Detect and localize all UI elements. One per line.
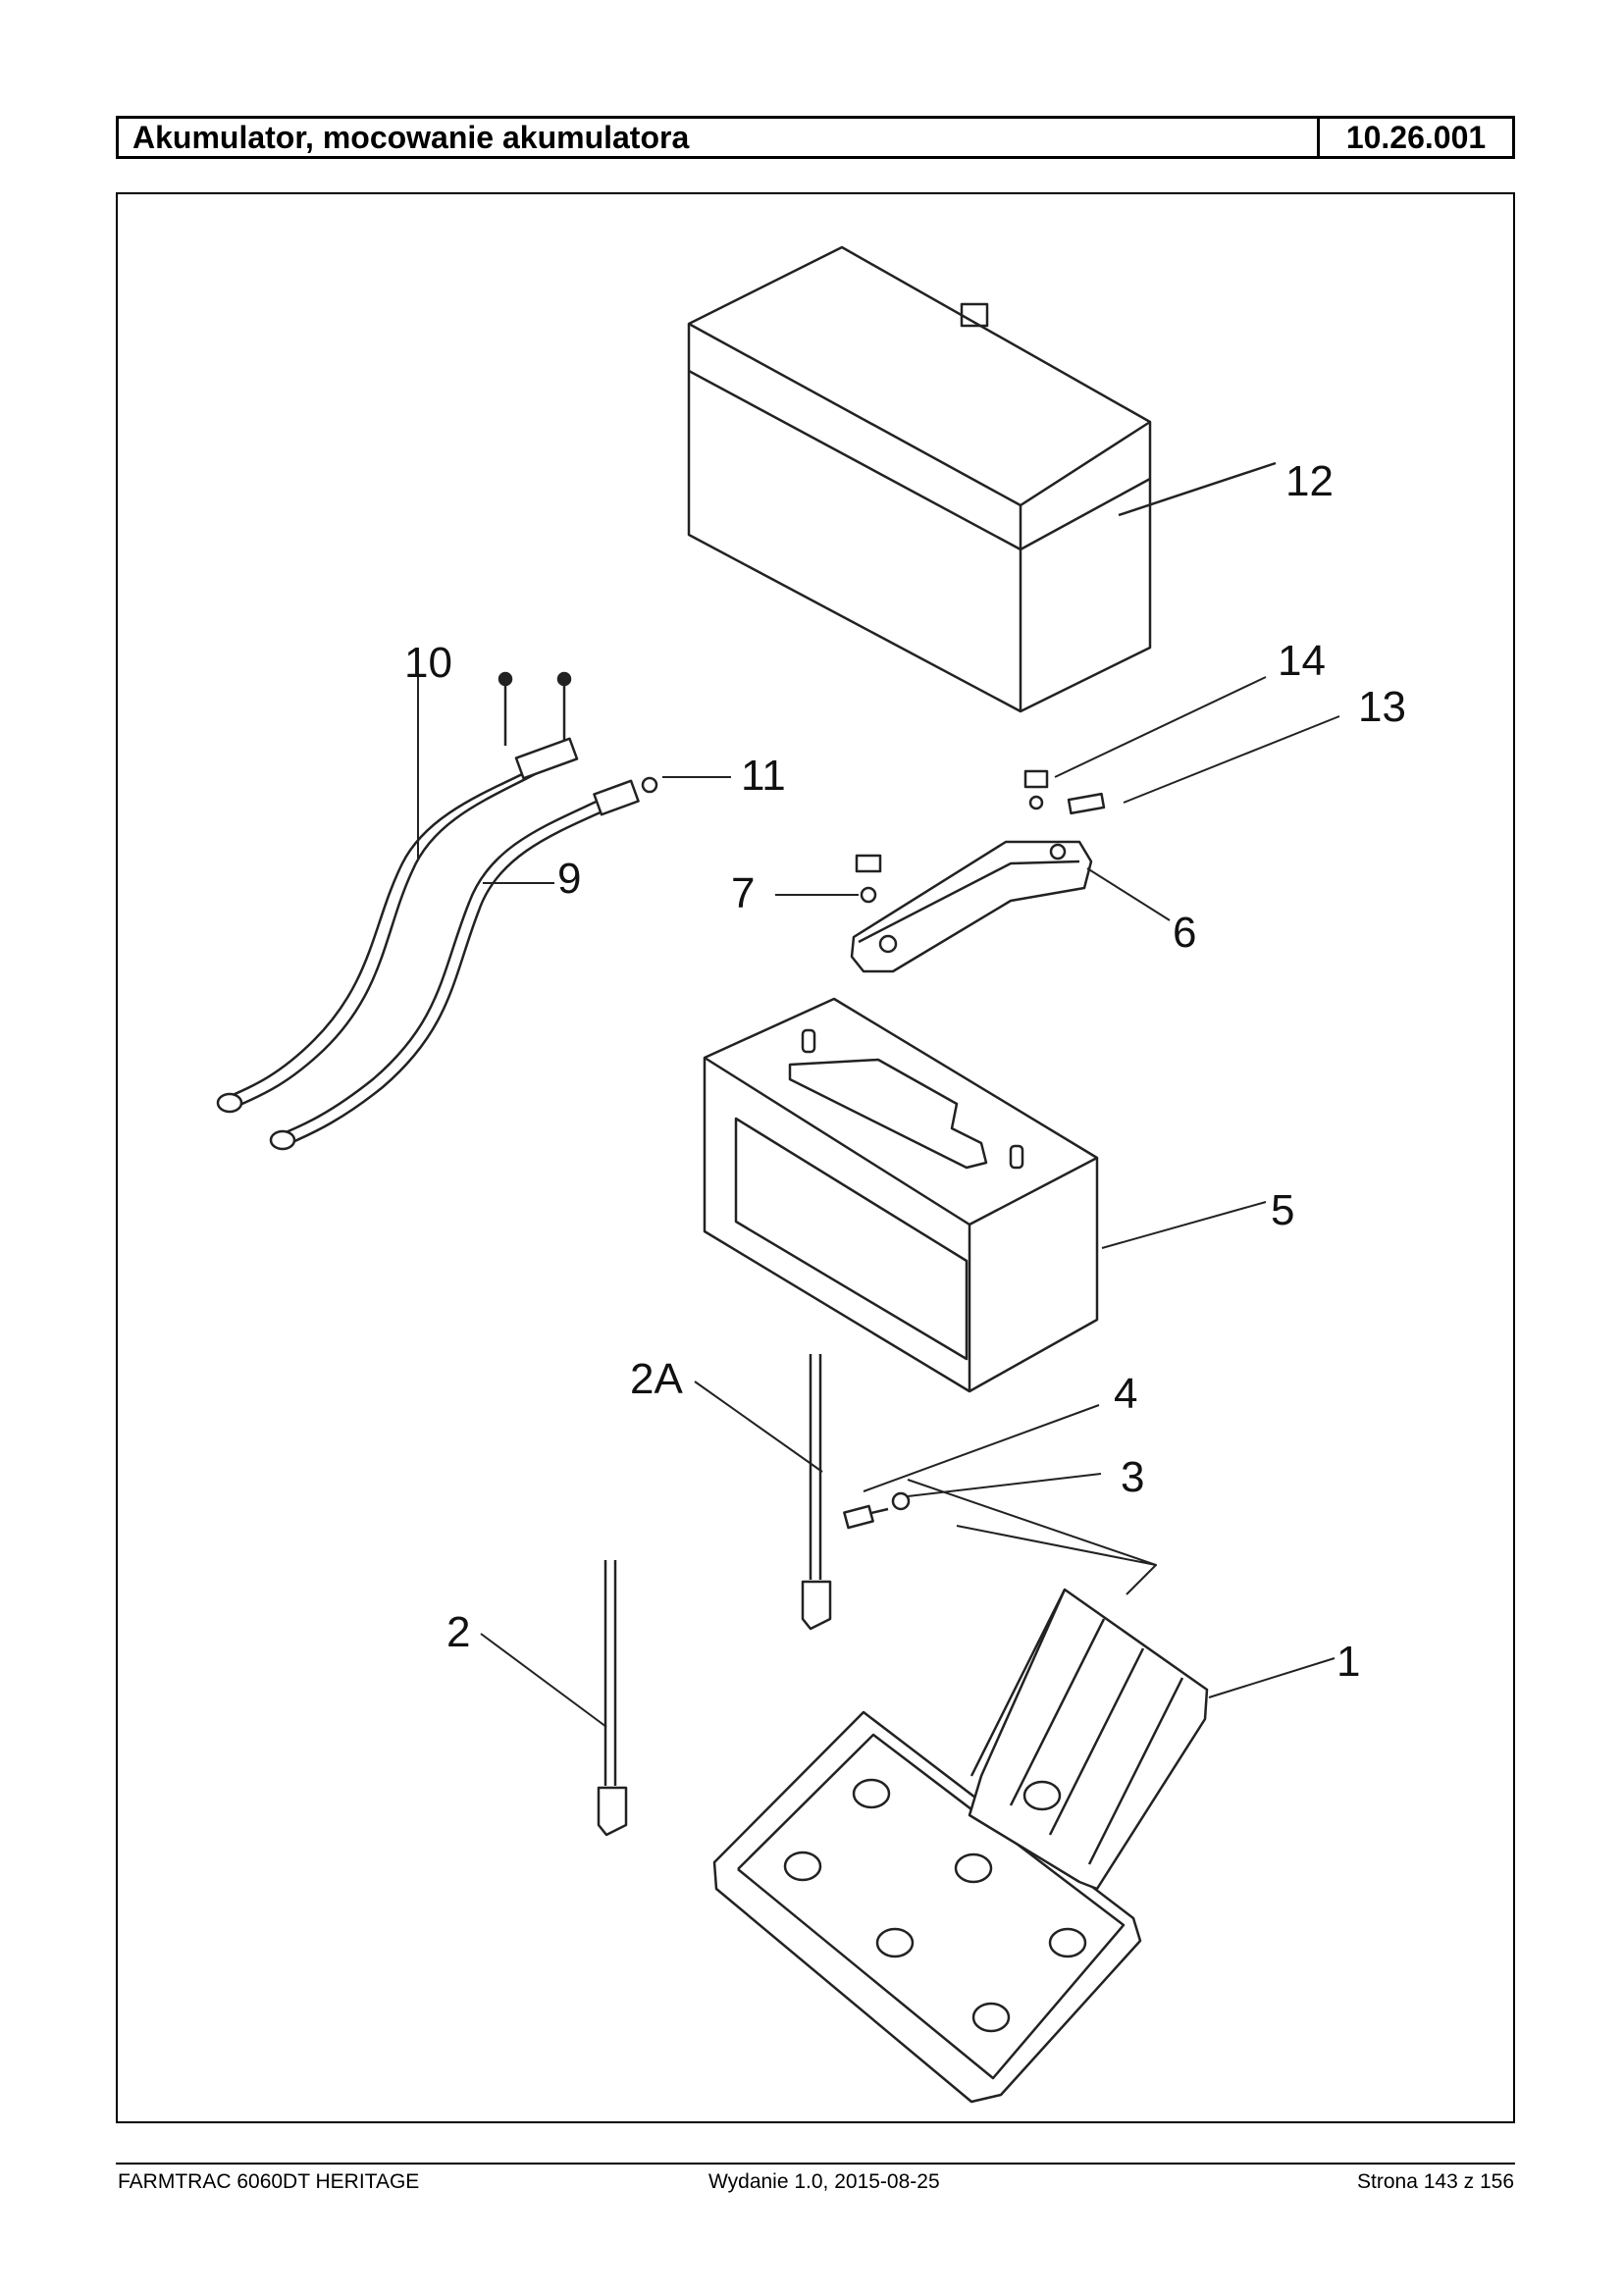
rod-part-2 — [480, 1560, 628, 1837]
callout-14: 14 — [1278, 637, 1326, 685]
callout-10: 10 — [404, 639, 452, 687]
callout-11: 11 — [741, 752, 786, 800]
callout-5: 5 — [1271, 1186, 1294, 1234]
callout-2a: 2A — [630, 1355, 683, 1403]
section-code: 10.26.001 — [1345, 120, 1487, 155]
footer-model: FARMTRAC 6060DT HERITAGE — [118, 2170, 420, 2193]
callout-3: 3 — [1121, 1453, 1144, 1501]
callout-2: 2 — [446, 1608, 470, 1656]
rod-part-2a — [694, 1354, 1157, 1631]
clamp-part-6 — [775, 676, 1340, 973]
callout-1: 1 — [1336, 1638, 1360, 1686]
battery-part-5 — [703, 997, 1267, 1393]
page-header: Akumulator, mocowanie akumulatora 10.26.… — [116, 116, 1515, 159]
callout-12: 12 — [1285, 457, 1334, 505]
callout-9: 9 — [557, 855, 581, 903]
page-title: Akumulator, mocowanie akumulatora — [119, 119, 1320, 156]
footer-divider — [116, 2163, 1515, 2165]
battery-cover-part-12 — [687, 245, 1277, 713]
callout-6: 6 — [1173, 909, 1196, 957]
callout-4: 4 — [1114, 1370, 1137, 1418]
diagram-frame — [116, 192, 1515, 2123]
footer-edition: Wydanie 1.0, 2015-08-25 — [708, 2170, 940, 2193]
callout-13: 13 — [1358, 683, 1406, 731]
battery-cables-part-9-10 — [216, 671, 731, 1151]
callout-7: 7 — [731, 869, 755, 917]
battery-tray-part-1 — [712, 1588, 1336, 2104]
footer-page-number: Strona 143 z 156 — [1357, 2170, 1514, 2193]
